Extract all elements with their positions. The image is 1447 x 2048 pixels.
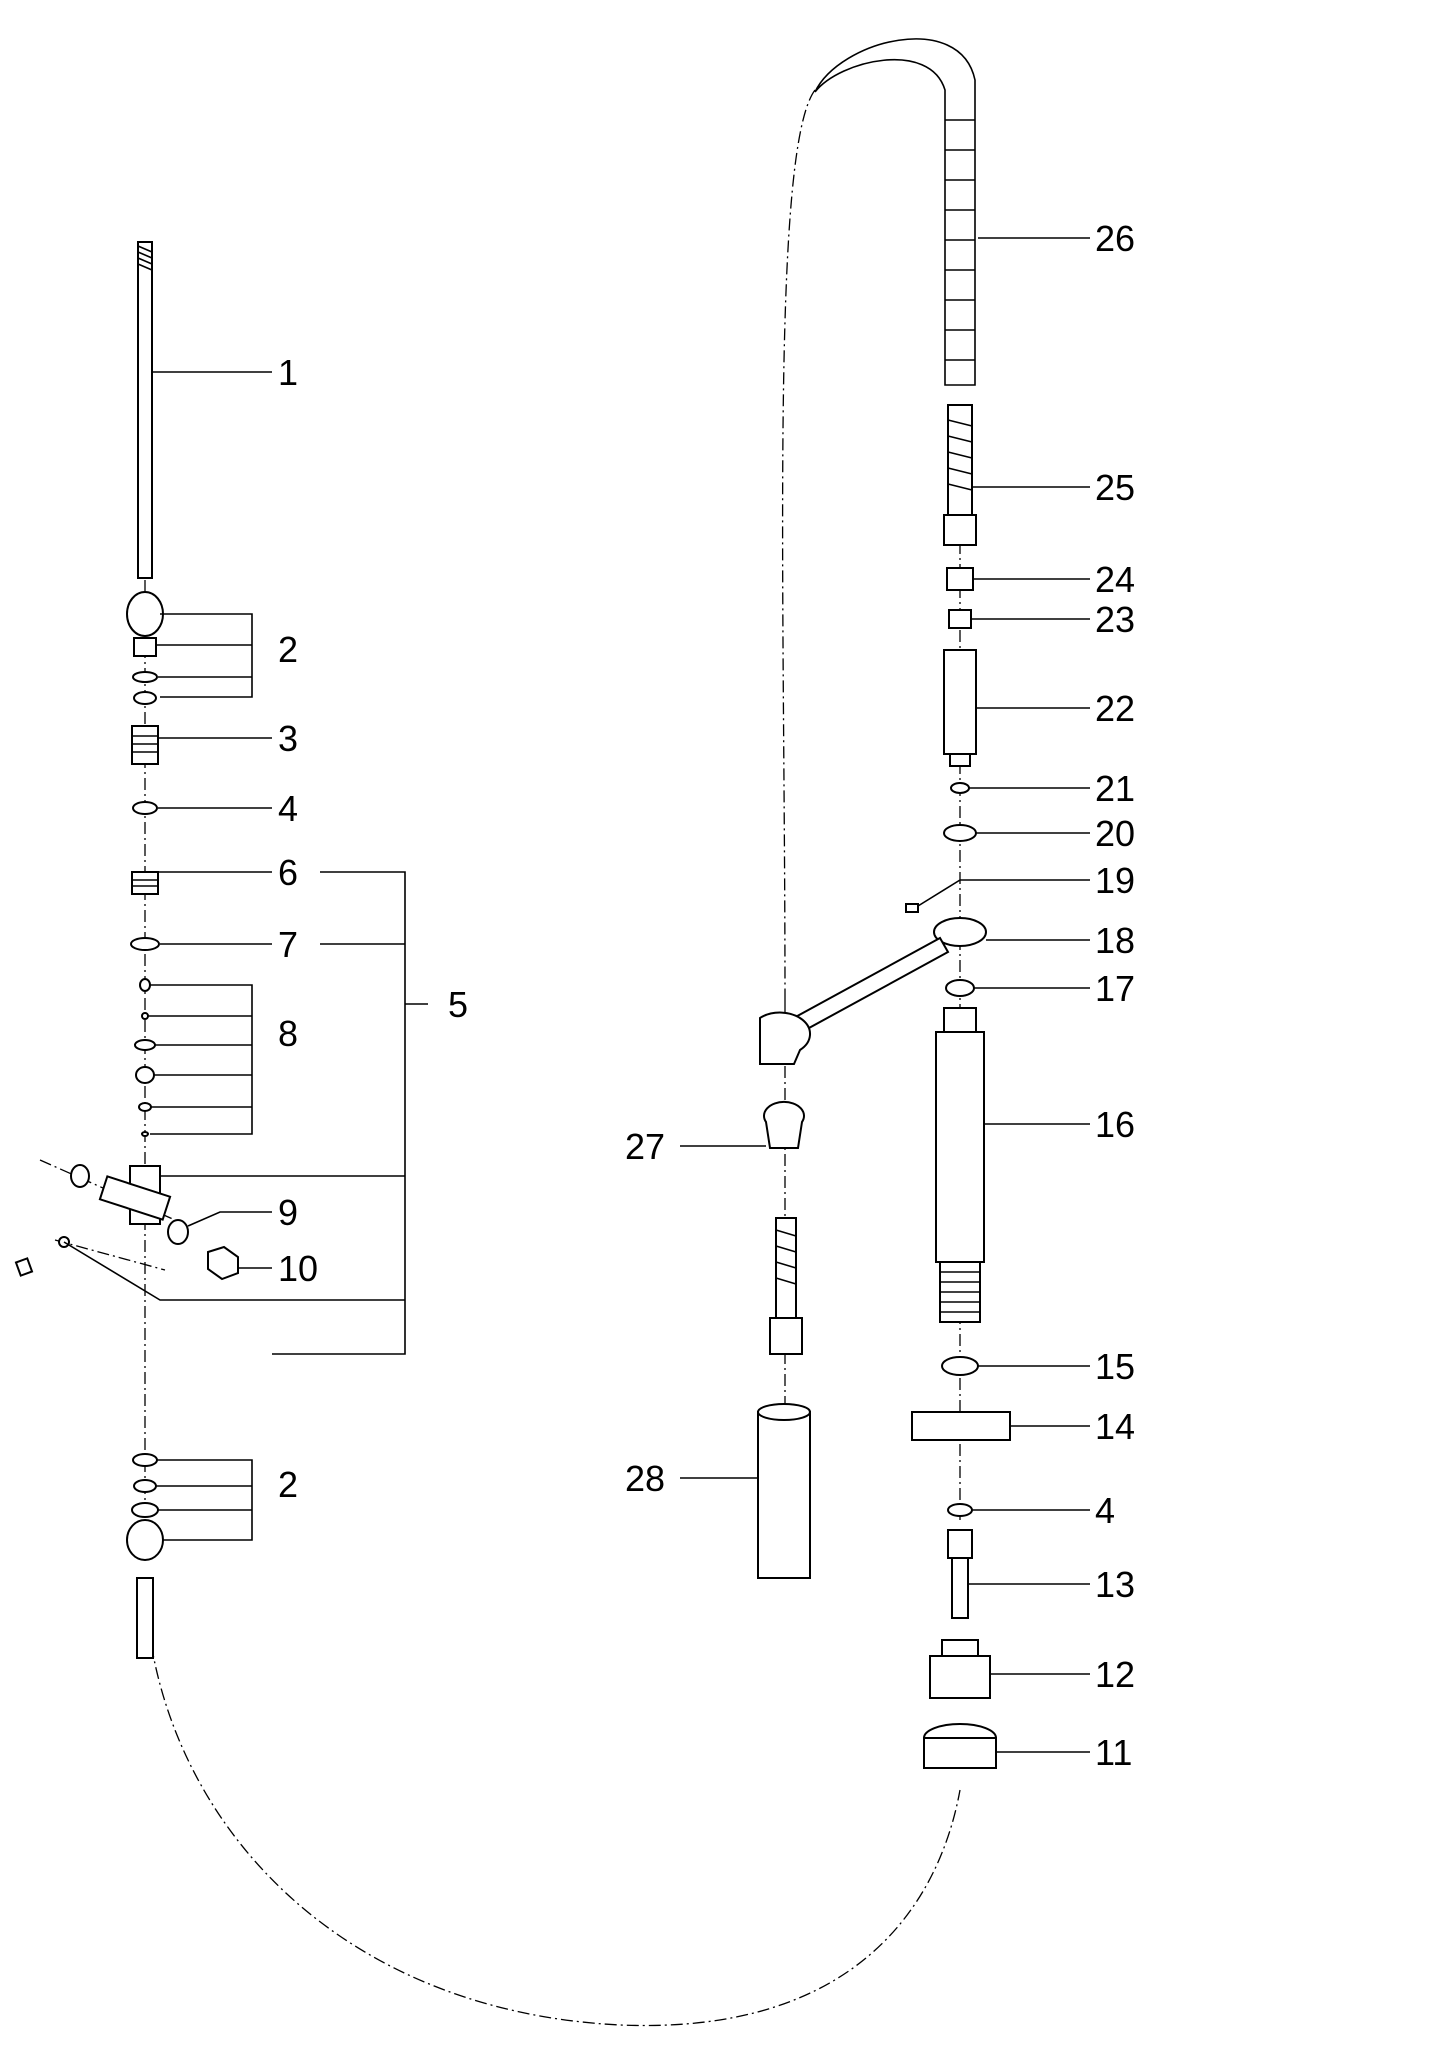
label-26: 26: [1095, 218, 1135, 259]
label-9: 9: [278, 1192, 298, 1233]
part-4-washer: [132, 801, 158, 815]
part-20-oring: [943, 824, 977, 842]
part-2-upper-fittings: [126, 591, 164, 705]
label-16: 16: [1095, 1104, 1135, 1145]
label-27: 27: [625, 1126, 665, 1167]
part-12-adapter: [929, 1639, 991, 1699]
label-8: 8: [278, 1013, 298, 1054]
label-14: 14: [1095, 1406, 1135, 1447]
part-28-handspray: [757, 1217, 811, 1579]
label-21: 21: [1095, 768, 1135, 809]
center-axes: [39, 89, 961, 2027]
label-2-upper: 2: [278, 629, 298, 670]
leader-lines: [63, 237, 1090, 1753]
label-12: 12: [1095, 1654, 1135, 1695]
label-28: 28: [625, 1458, 665, 1499]
part-13-pin: [947, 1529, 973, 1619]
label-11: 11: [1095, 1732, 1132, 1773]
label-18: 18: [1095, 920, 1135, 961]
part-15-oring: [941, 1356, 979, 1376]
label-3: 3: [278, 718, 298, 759]
label-17: 17: [1095, 968, 1135, 1009]
part-21-washer: [950, 782, 970, 794]
part-26-coil-spring: [814, 38, 976, 386]
part-22-extension: [943, 649, 977, 767]
label-15: 15: [1095, 1346, 1135, 1387]
label-1: 1: [278, 352, 298, 393]
label-4-right: 4: [1095, 1490, 1115, 1531]
part-18-swivel-arm: [759, 917, 987, 1065]
label-23: 23: [1095, 599, 1135, 640]
label-6: 6: [278, 852, 298, 893]
part-11-flange-ring: [923, 1723, 997, 1769]
part-23-sleeve: [948, 609, 972, 629]
part-7-oring: [130, 937, 160, 951]
label-24: 24: [1095, 559, 1135, 600]
label-7: 7: [278, 924, 298, 965]
label-2-lower: 2: [278, 1464, 298, 1505]
label-13: 13: [1095, 1564, 1135, 1605]
lower-connector: [136, 1577, 154, 1659]
part-24-nut: [946, 567, 974, 591]
part-27-clip: [763, 1100, 805, 1149]
label-5: 5: [448, 984, 468, 1025]
part-4b-washer: [947, 1503, 973, 1517]
label-20: 20: [1095, 813, 1135, 854]
part-10-nut: [207, 1245, 239, 1281]
label-4-left: 4: [278, 788, 298, 829]
part-6-cartridge: [131, 871, 159, 895]
label-19: 19: [1095, 860, 1135, 901]
part-16-column: [935, 1007, 985, 1323]
part-17-oring: [945, 979, 975, 997]
part-1-rod: [137, 241, 153, 579]
callout-labels: 1 2 3 4 5 6 7 8 9 10 2 11 12 13 4 14 15 …: [278, 218, 1135, 1773]
part-14-square-plate: [911, 1411, 1011, 1441]
label-10: 10: [278, 1248, 318, 1289]
part-3-nipple: [131, 725, 159, 765]
part-2-lower-fittings: [126, 1453, 164, 1561]
part-5-valve-body: [14, 1164, 189, 1277]
part-19-screw: [905, 903, 919, 913]
part-25-hose-end: [943, 404, 977, 546]
label-22: 22: [1095, 688, 1135, 729]
label-25: 25: [1095, 467, 1135, 508]
